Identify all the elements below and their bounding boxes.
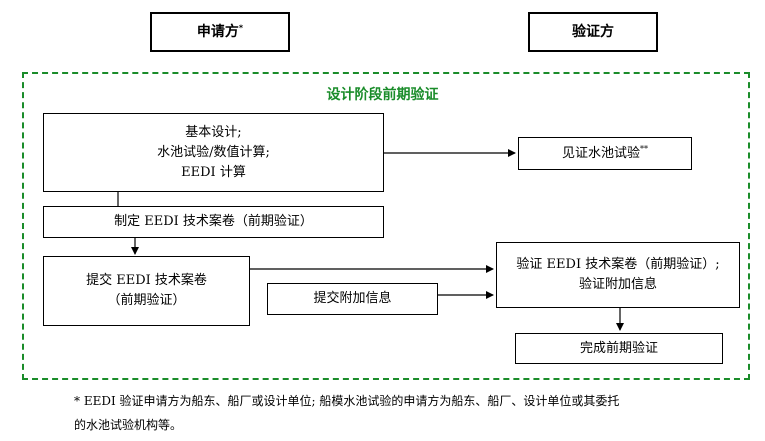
witness-tank-label: 见证水池试验: [561, 145, 640, 161]
complete-label: 完成前期验证: [579, 340, 658, 356]
footnote-line1: * EEDI 验证申请方为船东、船厂或设计单位; 船模水池试验的申请方为船东、船…: [74, 394, 620, 408]
applicant-header-label: 申请方: [196, 24, 239, 40]
node-basic-design: 基本设计; 水池试验/数值计算; EEDI 计算: [43, 113, 384, 192]
verifier-header-label: 验证方: [572, 24, 614, 40]
node-witness-tank-test: 见证水池试验**: [518, 137, 692, 170]
verify-dossier-line1: 验证 EEDI 技术案卷（前期验证）;: [516, 257, 720, 272]
node-verify-dossier: 验证 EEDI 技术案卷（前期验证）; 验证附加信息: [496, 242, 740, 308]
verifier-header: 验证方: [528, 12, 658, 52]
witness-footnote-mark: **: [640, 144, 648, 154]
submit-dossier-line1: 提交 EEDI 技术案卷: [86, 273, 207, 288]
basic-design-line3: EEDI 计算: [181, 164, 246, 180]
node-submit-extra-info: 提交附加信息: [267, 283, 438, 315]
basic-design-line2: 水池试验/数值计算;: [157, 144, 270, 160]
submit-dossier-line2: （前期验证）: [107, 293, 186, 308]
applicant-header: 申请方*: [150, 12, 290, 52]
node-submit-dossier: 提交 EEDI 技术案卷 （前期验证）: [43, 256, 250, 326]
applicant-footnote-mark: *: [238, 23, 244, 33]
footnote-line2: 的水池试验机构等。: [74, 418, 183, 432]
submit-extra-label: 提交附加信息: [313, 291, 392, 306]
basic-design-line1: 基本设计;: [185, 124, 242, 140]
node-prepare-dossier: 制定 EEDI 技术案卷（前期验证）: [43, 206, 384, 238]
node-complete-verification: 完成前期验证: [515, 333, 723, 364]
prepare-dossier-label: 制定 EEDI 技术案卷（前期验证）: [114, 214, 313, 229]
frame-title: 设计阶段前期验证: [326, 87, 439, 103]
design-stage-frame: [22, 72, 750, 380]
verify-dossier-line2: 验证附加信息: [578, 277, 657, 292]
